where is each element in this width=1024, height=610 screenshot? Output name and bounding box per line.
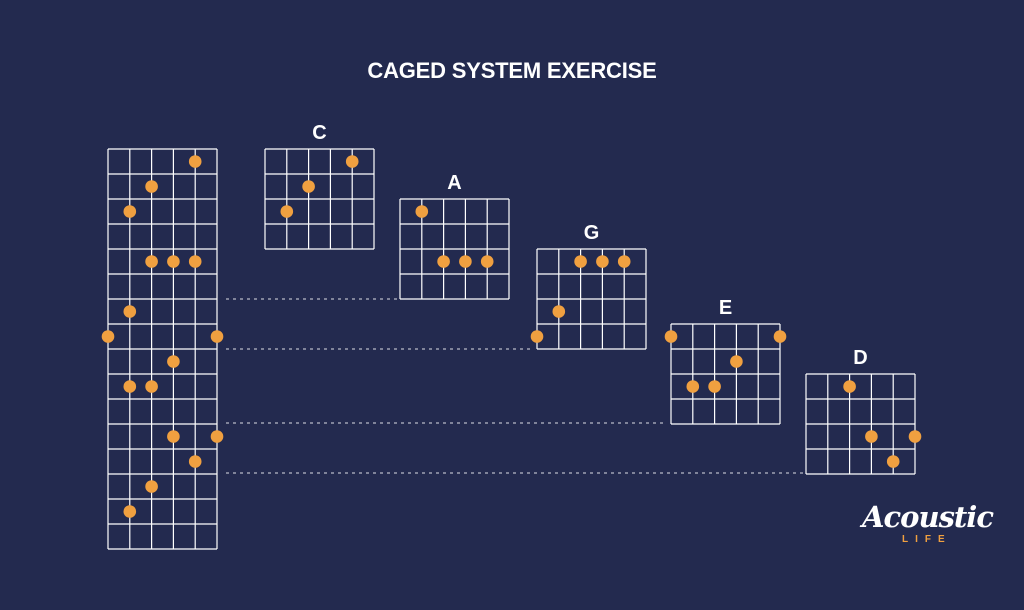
full-neck-note-dot — [145, 180, 158, 193]
shape-g-label: G — [584, 222, 600, 244]
shape-d-note-dot — [908, 430, 922, 443]
logo-script-text: Acoustic — [862, 500, 994, 534]
shape-e-grid — [670, 323, 781, 425]
shape-c-label: C — [312, 122, 326, 144]
shape-e-label: E — [719, 297, 732, 319]
full-neck-note-dot — [210, 330, 224, 343]
full-neck-note-dot — [145, 380, 158, 393]
logo-sub-text: LIFE — [902, 534, 952, 545]
full-neck-note-dot — [123, 505, 137, 518]
shape-c-note-dot — [345, 155, 359, 168]
full-neck-note-dot — [188, 455, 202, 468]
shape-c-grid — [264, 148, 375, 250]
shape-d-note-dot — [843, 380, 856, 393]
shape-c-note-dot — [280, 205, 294, 218]
full-neck-note-dot — [188, 255, 202, 268]
shape-e-note-dot — [708, 380, 721, 393]
full-neck-note-dot — [123, 305, 137, 318]
acoustic-life-logo: Acoustic LIFE — [862, 500, 994, 552]
shape-a-note-dot — [480, 255, 494, 268]
shape-a-note-dot — [415, 205, 429, 218]
full-neck-note-dot — [145, 255, 158, 268]
shape-e-note-dot — [686, 380, 700, 393]
full-neck-note-dot — [123, 380, 137, 393]
shape-d-note-dot — [865, 430, 878, 443]
shape-e-note-dot — [664, 330, 678, 343]
full-neck-note-dot — [167, 255, 180, 268]
shape-c-note-dot — [302, 180, 315, 193]
shape-a-note-dot — [459, 255, 472, 268]
full-neck-note-dot — [167, 355, 180, 368]
shape-g-note-dot — [530, 330, 544, 343]
shape-e-note-dot — [773, 330, 787, 343]
full-neck-note-dot — [123, 205, 137, 218]
shape-d-note-dot — [886, 455, 900, 468]
shape-a-note-dot — [437, 255, 450, 268]
shape-d-label: D — [853, 347, 867, 369]
diagram-title: CAGED SYSTEM EXERCISE — [367, 58, 657, 83]
shape-a-label: A — [447, 172, 461, 194]
full-neck-note-dot — [188, 155, 202, 168]
full-neck-note-dot — [167, 430, 180, 443]
shape-g-note-dot — [596, 255, 609, 268]
shape-g-note-dot — [552, 305, 566, 318]
full-neck-note-dot — [145, 480, 158, 493]
shape-g-note-dot — [574, 255, 587, 268]
full-neck-note-dot — [210, 430, 224, 443]
shape-g-note-dot — [617, 255, 631, 268]
shape-e-note-dot — [730, 355, 743, 368]
full-neck-note-dot — [101, 330, 115, 343]
full-neck-grid — [107, 148, 218, 550]
